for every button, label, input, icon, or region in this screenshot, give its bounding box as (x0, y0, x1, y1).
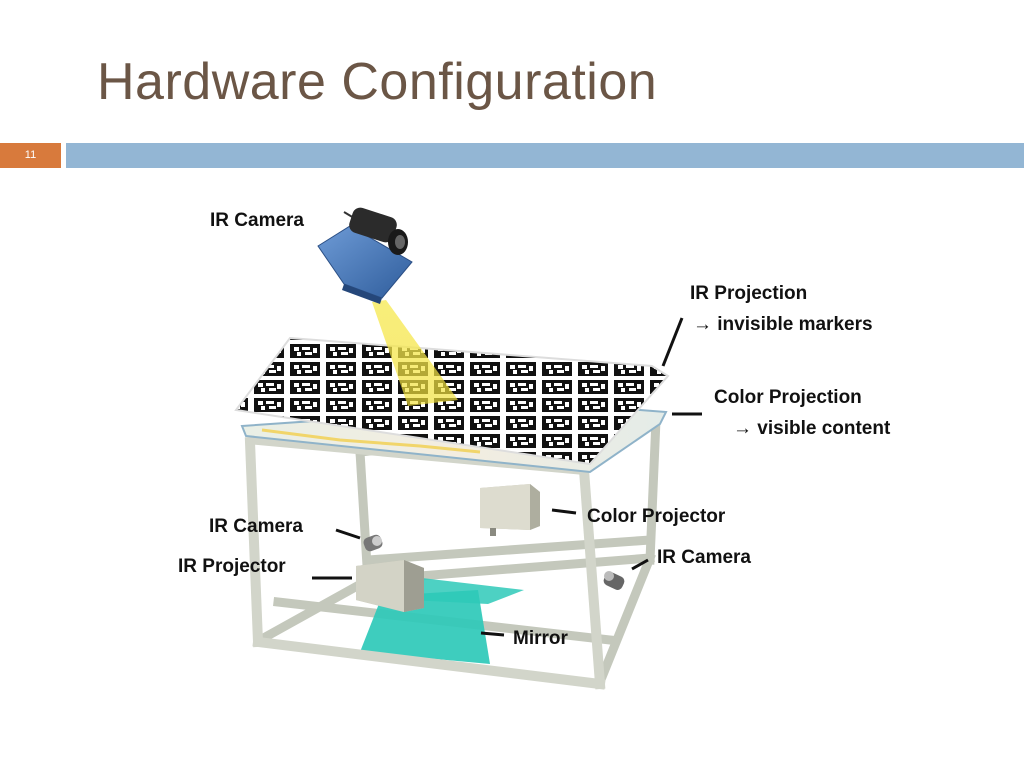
slide-title: Hardware Configuration (97, 53, 658, 111)
label-color-projection: Color Projection (714, 387, 862, 408)
ir-camera-left-device (363, 534, 383, 552)
label-color-projection-sub: → visible content (733, 418, 891, 439)
label-ir-projection: IR Projection (690, 283, 808, 304)
leader-color-projector (551, 508, 577, 515)
ir-beam (372, 300, 458, 406)
ir-projector (356, 560, 424, 612)
label-color-projector: Color Projector (587, 506, 726, 527)
leader-ir-camera-left (335, 528, 361, 540)
label-ir-projector: IR Projector (178, 556, 286, 577)
page-number-badge (0, 143, 61, 168)
ir-projection-markers (234, 336, 670, 466)
leader-ir-camera-right (631, 558, 649, 571)
label-ir-camera-right: IR Camera (657, 547, 751, 568)
label-ir-projection-sub: → invisible markers (693, 314, 873, 335)
ir-camera-right-device (603, 571, 625, 590)
leader-ir-projection (661, 317, 684, 367)
color-projector (480, 484, 540, 536)
ir-camera-top-device (317, 207, 413, 304)
page-number: 11 (24, 149, 37, 161)
label-mirror: Mirror (513, 628, 568, 649)
label-ir-camera-top: IR Camera (210, 210, 304, 231)
label-ir-camera-left: IR Camera (209, 516, 303, 537)
title-accent-bar (66, 143, 1024, 168)
leader-mirror (480, 631, 505, 637)
